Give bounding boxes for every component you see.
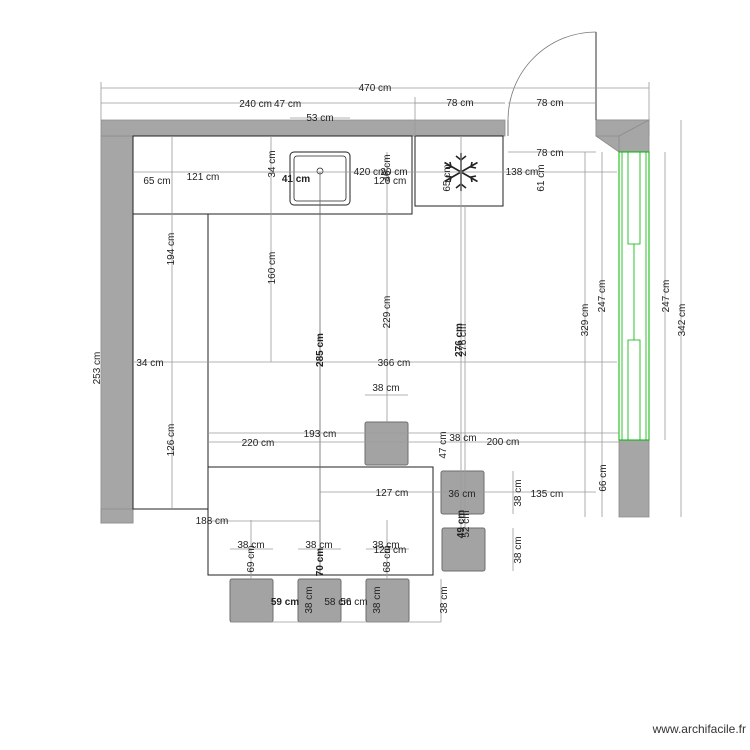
dim-label: 20 cm bbox=[380, 167, 407, 178]
dim-label: 193 cm bbox=[304, 429, 337, 440]
dim-label: 61 cm bbox=[536, 164, 547, 191]
dim-label: 38 cm bbox=[372, 586, 383, 613]
dim-label: 276 cm bbox=[458, 324, 469, 357]
dim-label: 194 cm bbox=[166, 233, 177, 266]
dim-label: 188 cm bbox=[196, 516, 229, 527]
dim-label: 126 cm bbox=[166, 424, 177, 457]
dim-label: 420 cm bbox=[354, 167, 387, 178]
dim-label: 47 cm bbox=[274, 99, 301, 110]
dim-label: 127 cm bbox=[376, 488, 409, 499]
dim-label: 220 cm bbox=[242, 438, 275, 449]
dim-label: 69 cm bbox=[246, 545, 257, 572]
dim-label: 276 cm bbox=[454, 323, 465, 357]
dim-label: 65 cm bbox=[442, 164, 453, 191]
dim-label: 56 cm bbox=[340, 597, 367, 608]
dim-label: 247 cm bbox=[661, 280, 672, 313]
stool bbox=[364, 421, 409, 466]
dim-label: 470 cm bbox=[359, 83, 392, 94]
dim-label: 121 cm bbox=[187, 172, 220, 183]
dim-label: 46 cm bbox=[382, 154, 393, 181]
stool bbox=[229, 578, 274, 623]
dim-label: 38 cm bbox=[304, 586, 315, 613]
dim-label: 34 cm bbox=[267, 150, 278, 177]
dim-label: 135 cm bbox=[531, 489, 564, 500]
dim-label: 78 cm bbox=[536, 98, 563, 109]
watermark-text: www.archifacile.fr bbox=[652, 722, 746, 736]
dim-label: 247 cm bbox=[597, 280, 608, 313]
bottom-left-wall bbox=[100, 508, 134, 524]
door bbox=[507, 31, 597, 136]
dim-label: 53 cm bbox=[306, 113, 333, 124]
dim-label: 123 cm bbox=[374, 545, 407, 556]
dim-label: 329 cm bbox=[580, 304, 591, 337]
dim-label: 253 cm bbox=[92, 352, 103, 385]
dim-label: 59 cm bbox=[271, 597, 299, 608]
dimension-labels: 470 cm 240 cm 47 cm 78 cm 78 cm 53 cm 78… bbox=[92, 83, 688, 614]
stool bbox=[440, 470, 485, 515]
dim-label: 68 cm bbox=[382, 545, 393, 572]
dim-label: 34 cm bbox=[136, 358, 163, 369]
dimension-lines bbox=[100, 82, 682, 623]
dim-label: 200 cm bbox=[487, 437, 520, 448]
dim-label: 38 cm bbox=[372, 383, 399, 394]
dim-label: 38 cm bbox=[305, 540, 332, 551]
dim-label: 66 cm bbox=[598, 464, 609, 491]
door-swing bbox=[507, 31, 597, 121]
window bbox=[618, 151, 650, 441]
left-wall bbox=[100, 135, 134, 524]
dim-label: 70 cm bbox=[315, 548, 326, 576]
dim-label: 58 cm bbox=[324, 597, 351, 608]
dim-label: 342 cm bbox=[677, 304, 688, 337]
dim-label: 240 cm bbox=[239, 99, 272, 110]
dim-label: 41 cm bbox=[282, 174, 310, 185]
top-counter bbox=[132, 135, 413, 215]
dim-label: 38 cm bbox=[449, 433, 476, 444]
dim-label: 138 cm bbox=[506, 167, 539, 178]
dim-label: 38 cm bbox=[372, 540, 399, 551]
dim-label: 38 cm bbox=[513, 536, 524, 563]
dim-label: 229 cm bbox=[382, 296, 393, 329]
dim-label: 65 cm bbox=[143, 176, 170, 187]
dim-label: 366 cm bbox=[378, 358, 411, 369]
stool bbox=[441, 527, 486, 572]
dim-label: 49 cm bbox=[456, 510, 467, 538]
dim-label: 78 cm bbox=[446, 98, 473, 109]
dim-label: 160 cm bbox=[267, 252, 278, 285]
dim-label: 52 cm bbox=[461, 510, 472, 537]
dim-label: 38 cm bbox=[439, 586, 450, 613]
furniture bbox=[132, 135, 504, 576]
dim-label: 285 cm bbox=[315, 333, 326, 367]
dim-label: 38 cm bbox=[513, 479, 524, 506]
dim-label: 47 cm bbox=[438, 431, 449, 458]
dim-label: 78 cm bbox=[536, 148, 563, 159]
dim-label: 120 cm bbox=[374, 176, 407, 187]
dim-label: 36 cm bbox=[448, 489, 475, 500]
left-counter bbox=[132, 213, 209, 510]
dim-label: 38 cm bbox=[237, 540, 264, 551]
